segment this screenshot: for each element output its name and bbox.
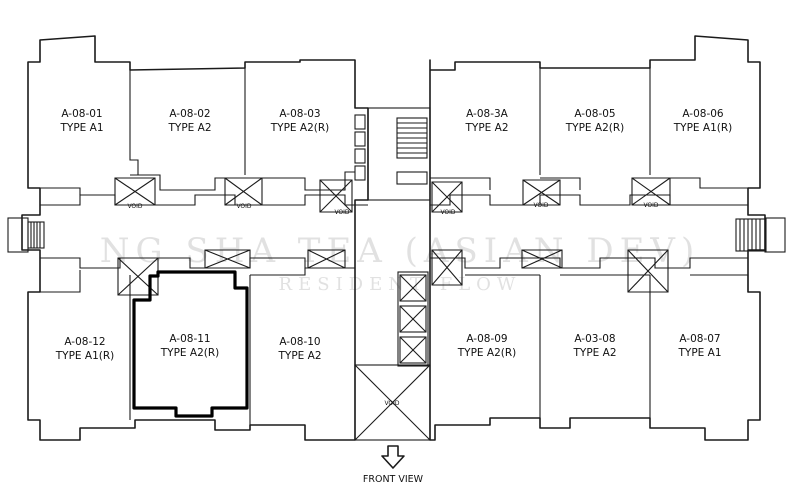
unit-label-a-08-10: A-08-10 TYPE A2 [278,336,322,362]
core-box-1 [354,114,366,130]
void-shaft-6: VOID [631,177,671,209]
void-label: VOID [643,202,658,209]
svg-text:A-08-01: A-08-01 [61,108,102,120]
void-shaft-12 [627,249,669,293]
svg-text:A-08-12: A-08-12 [64,336,105,348]
void-shaft-3: VOID [319,179,353,216]
central-core [367,107,431,201]
svg-text:A-08-02: A-08-02 [169,108,210,120]
divider-10-top [250,268,306,276]
void-shaft-9 [307,249,346,269]
unit-label-a-08-02: A-08-02 TYPE A2 [168,108,212,134]
divider-02-bottom [130,174,245,191]
front-void: VOID [354,364,431,441]
svg-text:TYPE A1: TYPE A1 [678,347,722,359]
void-shaft-2: VOID [224,177,263,210]
divider-07-top [690,274,749,292]
svg-text:A-08-3A: A-08-3A [466,108,509,120]
svg-text:A-08-07: A-08-07 [679,333,720,345]
divider-05-bottom [540,177,581,190]
svg-text:A-08-06: A-08-06 [682,108,724,120]
divider-03-bottom [245,171,355,191]
void-shaft-5: VOID [522,179,561,209]
divider-01-02 [129,70,139,175]
svg-text:TYPE A1: TYPE A1 [60,122,104,134]
corridor-south-wall-right [430,257,748,269]
void-label: VOID [384,400,399,407]
unit-label-a-08-06: A-08-06 TYPE A1(R) [673,108,732,134]
void-shaft-10 [431,249,463,286]
svg-text:A-08-10: A-08-10 [279,336,320,348]
unit-label-a-08-11: A-08-11 TYPE A2(R) [160,333,219,359]
svg-text:TYPE A1(R): TYPE A1(R) [673,122,732,134]
corridor-south-wall [40,257,355,269]
core-box-3 [354,148,366,164]
divider-01-bottom [28,187,81,195]
highlighted-unit-outline [132,270,249,418]
void-shaft-1: VOID [114,177,156,210]
svg-text:A-08-05: A-08-05 [574,108,615,120]
unit-label-a-08-01: A-08-01 TYPE A1 [60,108,104,134]
svg-text:TYPE A2: TYPE A2 [465,122,509,134]
void-shaft-11 [521,249,563,269]
void-label: VOID [236,203,251,210]
void-label: VOID [334,209,349,216]
svg-text:A-08-09: A-08-09 [466,333,507,345]
void-label: VOID [533,202,548,209]
divider-06-bottom [650,177,748,189]
svg-text:TYPE A2: TYPE A2 [573,347,617,359]
void-label: VOID [440,209,455,216]
svg-text:TYPE A2: TYPE A2 [168,122,212,134]
void-label: VOID [127,203,142,210]
watermark-line2: RESIDENT FLOW [279,274,522,295]
svg-text:A-08-03: A-08-03 [279,108,320,120]
corridor-north-wall [40,194,368,206]
core-box-2 [354,131,366,147]
svg-text:TYPE A2(R): TYPE A2(R) [565,122,624,134]
void-shaft-8 [204,249,251,269]
watermark-line1: NG SHA TEA (ASIAN DEV) [100,231,700,271]
unit-label-a-08-12: A-08-12 TYPE A1(R) [55,336,114,362]
unit-label-a-08-07: A-08-07 TYPE A1 [678,333,722,359]
unit-label-a-08-3a: A-08-3A TYPE A2 [465,108,509,134]
left-wing-outline [21,35,369,441]
svg-text:TYPE A2(R): TYPE A2(R) [160,347,219,359]
svg-text:TYPE A2(R): TYPE A2(R) [457,347,516,359]
divider-12-top [28,270,81,293]
svg-text:A-03-08: A-03-08 [574,333,615,345]
staircase-top [396,117,428,185]
unit-label-a-08-05: A-08-05 TYPE A2(R) [565,108,624,134]
svg-text:TYPE A2: TYPE A2 [278,350,322,362]
right-wing-outline [429,35,766,441]
front-view-arrow-icon [381,445,405,469]
corridor-north-wall-right [430,194,748,206]
svg-text:TYPE A2(R): TYPE A2(R) [270,122,329,134]
void-shaft-4: VOID [431,181,463,216]
svg-text:A-08-11: A-08-11 [169,333,210,345]
staircase-west [7,217,45,253]
unit-label-a-08-09: A-08-09 TYPE A2(R) [457,333,516,359]
svg-text:TYPE A1(R): TYPE A1(R) [55,350,114,362]
staircase-east [735,217,786,253]
unit-label-a-03-08: A-03-08 TYPE A2 [573,333,617,359]
lift-shafts [397,271,429,367]
divider-3a-bottom [430,177,491,190]
core-box-4 [354,165,366,181]
front-view-label: FRONT VIEW [363,474,424,485]
unit-label-a-08-03: A-08-03 TYPE A2(R) [270,108,329,134]
